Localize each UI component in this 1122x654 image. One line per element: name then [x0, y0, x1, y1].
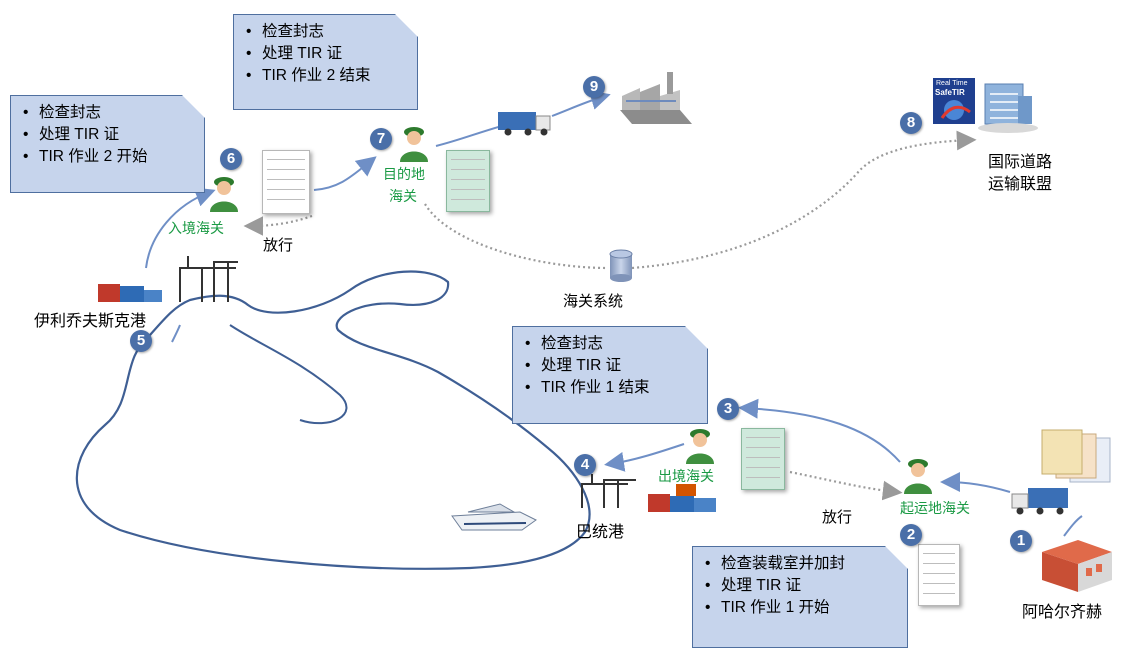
destination-customs-label-line1: 目的地 — [383, 166, 425, 182]
iru-building-icon — [978, 83, 1038, 133]
safetir-logo-text-2: SafeTIR — [935, 88, 965, 97]
safetir-logo-icon — [933, 78, 975, 124]
destination-customs-label-line2: 海关 — [389, 188, 417, 204]
port-ilyichevsk-label: 伊利乔夫斯克港 — [34, 313, 147, 330]
note-origin-item-2: 处理 TIR 证 — [705, 575, 899, 597]
step-badge-3: 3 — [717, 398, 739, 420]
step-badge-4: 4 — [574, 454, 596, 476]
flow-arrow-port5-to-entry — [145, 187, 216, 269]
note-exit-item-2: 处理 TIR 证 — [525, 355, 699, 377]
flow-arrow-warehouse-to-truck — [1063, 515, 1083, 537]
flow-arrow-truck-to-factory — [551, 90, 611, 117]
note-entry-fold — [182, 95, 206, 119]
port-batumi-icon — [581, 474, 716, 512]
note-exit-checks: 检查封志 处理 TIR 证 TIR 作业 1 结束 — [512, 326, 708, 424]
tir-document-exit — [741, 428, 785, 490]
origin-city-label: 阿哈尔齐赫 — [1022, 604, 1103, 621]
note-exit-item-3: TIR 作业 1 结束 — [525, 377, 699, 399]
note-entry-item-2: 处理 TIR 证 — [23, 124, 196, 146]
step-badge-5: 5 — [130, 330, 152, 352]
flow-arrow-origin-to-step3 — [738, 398, 901, 463]
black-sea-coastline — [75, 270, 591, 570]
note-dest-item-1: 检查封志 — [246, 21, 409, 43]
release-arrow-bottom — [789, 470, 903, 501]
flow-arrow-truck-to-origin — [940, 472, 1011, 493]
note-entry-item-3: TIR 作业 2 开始 — [23, 146, 196, 168]
customs-officer-destination-icon — [400, 127, 428, 162]
release-label-bottom: 放行 — [822, 509, 853, 526]
customs-system-database-icon — [609, 249, 633, 282]
entry-customs-label: 入境海关 — [168, 220, 224, 236]
safetir-logo-text-1: Real Time — [936, 80, 968, 87]
flow-arrow-sea-to-port5 — [171, 324, 181, 343]
release-label-top: 放行 — [263, 237, 294, 254]
cargo-documents-icon — [1041, 429, 1111, 483]
customs-officer-exit-icon — [686, 429, 714, 464]
step-badge-1: 1 — [1010, 530, 1032, 552]
note-entry-checks: 检查封志 处理 TIR 证 TIR 作业 2 开始 — [10, 95, 205, 193]
note-destination-fold — [395, 14, 419, 38]
tir-document-origin — [918, 544, 960, 606]
flow-arrow-exit-to-step4 — [604, 443, 685, 472]
warehouse-icon — [1042, 540, 1112, 592]
data-arrow-dest-to-system — [424, 203, 609, 270]
step-badge-2: 2 — [900, 524, 922, 546]
iru-label-line2: 运输联盟 — [988, 176, 1053, 193]
coastline-inlet — [229, 324, 348, 425]
truck-origin-icon — [1011, 488, 1068, 515]
step-badge-6: 6 — [220, 148, 242, 170]
ferry-ship-icon — [451, 503, 537, 531]
note-dest-item-2: 处理 TIR 证 — [246, 43, 409, 65]
tir-document-destination — [446, 150, 490, 212]
customs-officer-origin-icon — [904, 459, 932, 494]
note-dest-item-3: TIR 作业 2 结束 — [246, 65, 409, 87]
data-arrow-system-to-iru — [631, 130, 977, 270]
note-entry-item-1: 检查封志 — [23, 102, 196, 124]
note-origin-fold — [885, 546, 909, 570]
tir-document-entry — [262, 150, 310, 214]
note-exit-fold — [685, 326, 709, 350]
step-badge-8: 8 — [900, 112, 922, 134]
port-ilyichevsk-icon — [98, 256, 238, 302]
customs-officer-entry-icon — [210, 177, 238, 212]
flow-arrow-entry-to-dest — [313, 156, 377, 191]
truck-top-icon — [498, 112, 551, 136]
note-origin-checks: 检查装载室并加封 处理 TIR 证 TIR 作业 1 开始 — [692, 546, 908, 648]
factory-icon — [620, 72, 692, 124]
origin-customs-label: 起运地海关 — [900, 500, 970, 516]
step-badge-7: 7 — [370, 128, 392, 150]
exit-customs-label: 出境海关 — [658, 468, 714, 484]
note-destination-checks: 检查封志 处理 TIR 证 TIR 作业 2 结束 — [233, 14, 418, 110]
note-origin-item-1: 检查装载室并加封 — [705, 553, 899, 575]
note-exit-item-1: 检查封志 — [525, 333, 699, 355]
note-origin-item-3: TIR 作业 1 开始 — [705, 597, 899, 619]
port-batumi-label: 巴统港 — [576, 524, 625, 541]
flow-arrow-dest-to-truck — [435, 125, 503, 147]
iru-label-line1: 国际道路 — [988, 154, 1053, 171]
customs-system-label: 海关系统 — [563, 293, 624, 310]
release-arrow-top — [243, 214, 313, 236]
step-badge-9: 9 — [583, 76, 605, 98]
